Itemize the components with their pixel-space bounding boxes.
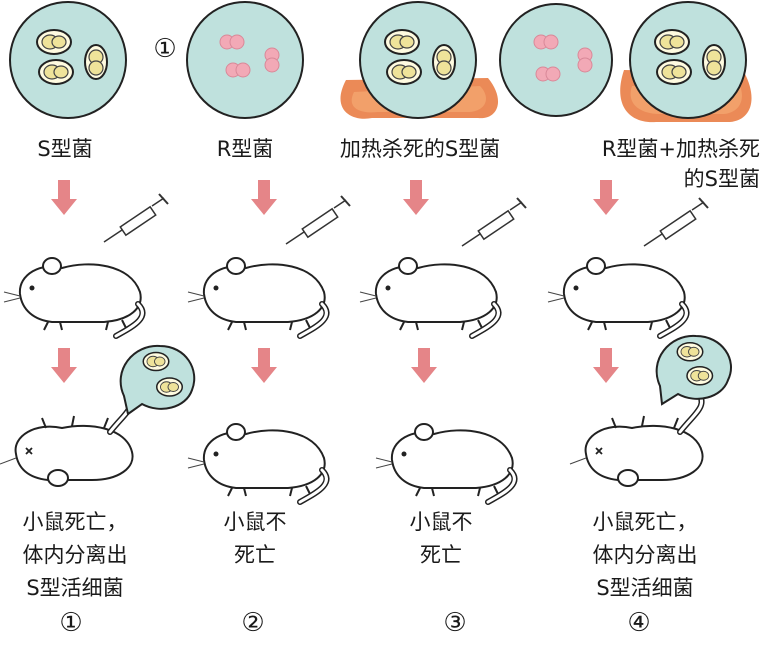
arrow-down <box>403 180 429 215</box>
petri-dish-heated-s <box>620 1 752 123</box>
mouse-icon <box>360 258 498 336</box>
petri-dish-r <box>499 3 613 117</box>
experiment-number: ① <box>59 608 83 638</box>
strain-label: 加热杀死的S型菌 <box>339 137 501 161</box>
arrow-down <box>251 348 277 383</box>
syringe-icon <box>461 197 527 247</box>
strain-label: S型菌 <box>37 137 93 161</box>
dead-mouse-icon <box>0 392 133 486</box>
experiment-number: ③ <box>443 608 467 638</box>
result-label: 小鼠不 死亡 <box>223 510 287 567</box>
experiment-number: ② <box>241 608 265 638</box>
arrow-down <box>51 348 77 383</box>
mouse-icon <box>548 258 686 336</box>
mouse-icon <box>4 258 142 336</box>
result-label: 小鼠死亡， 体内分离出 S型活细菌 <box>22 510 128 600</box>
arrow-down <box>51 180 77 215</box>
top-marker: ① <box>153 34 177 64</box>
petri-dish-r <box>186 1 304 119</box>
mouse-icon <box>376 424 514 502</box>
petri-dish-heated-s <box>340 1 499 119</box>
bacteria-bubble <box>655 334 732 406</box>
arrow-down <box>411 348 437 383</box>
bacteria-bubble <box>119 344 196 416</box>
mouse-icon <box>188 424 326 502</box>
mouse-icon <box>188 258 326 336</box>
arrow-down <box>593 348 619 383</box>
arrow-down <box>251 180 277 215</box>
experiment-number: ④ <box>627 608 651 638</box>
strain-label: R型菌 <box>216 137 274 161</box>
syringe-icon <box>643 197 709 247</box>
dead-mouse-icon <box>570 392 703 486</box>
result-label: 小鼠不 死亡 <box>409 510 473 567</box>
strain-label: R型菌+加热杀死 的S型菌 <box>601 137 760 191</box>
petri-dish-s <box>9 1 127 119</box>
result-label: 小鼠死亡， 体内分离出 S型活细菌 <box>592 510 698 600</box>
syringe-icon <box>103 193 169 243</box>
syringe-icon <box>285 195 351 245</box>
